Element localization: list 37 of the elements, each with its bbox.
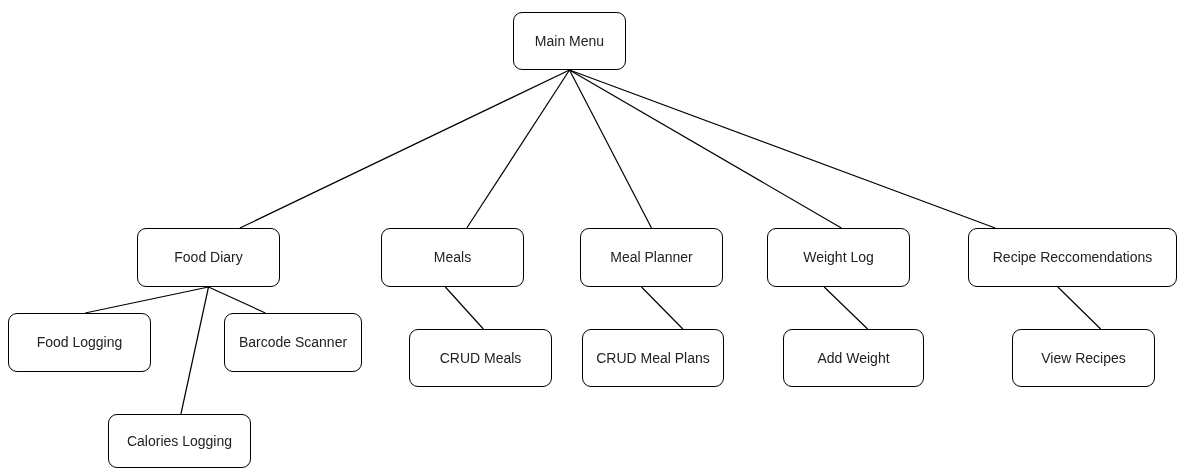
box-label: CRUD Meal Plans xyxy=(596,349,710,367)
menu-box xyxy=(968,228,1177,287)
box-label: Recipe Reccomendations xyxy=(992,249,1153,266)
connector-line xyxy=(568,69,653,229)
box-label: Meal Planner xyxy=(610,249,693,266)
menu-box xyxy=(224,313,362,372)
box-label: Food Diary xyxy=(174,249,243,266)
box-label: Main Menu xyxy=(534,32,605,50)
connector-line xyxy=(466,69,571,229)
connector-line xyxy=(239,69,571,229)
connector-line xyxy=(180,286,210,415)
menu-box xyxy=(8,313,151,372)
connector-line xyxy=(444,286,484,330)
menu-box xyxy=(767,228,910,287)
menu-box xyxy=(137,228,280,287)
connector-line xyxy=(640,286,684,330)
connector-line xyxy=(823,286,869,330)
box-label: Barcode Scanner xyxy=(238,334,348,351)
box-label: Meals xyxy=(433,249,472,266)
box-label: Calories Logging xyxy=(126,432,233,450)
box-label: Add Weight xyxy=(817,349,890,367)
menu-box xyxy=(1012,329,1155,387)
box-label: Food Logging xyxy=(36,334,123,351)
box-label: CRUD Meals xyxy=(439,349,522,367)
menu-box xyxy=(409,329,552,387)
menu-box xyxy=(513,12,626,70)
menu-box xyxy=(108,414,251,468)
box-label: View Recipes xyxy=(1041,349,1126,367)
menu-box xyxy=(582,329,724,387)
menu-box xyxy=(580,228,723,287)
box-label: Weight Log xyxy=(803,249,874,266)
connector-line xyxy=(207,286,266,314)
connector-line xyxy=(568,69,996,229)
connector-line xyxy=(1057,286,1102,330)
menu-box xyxy=(783,329,924,387)
connector-line xyxy=(568,69,842,229)
menu-box xyxy=(381,228,524,287)
